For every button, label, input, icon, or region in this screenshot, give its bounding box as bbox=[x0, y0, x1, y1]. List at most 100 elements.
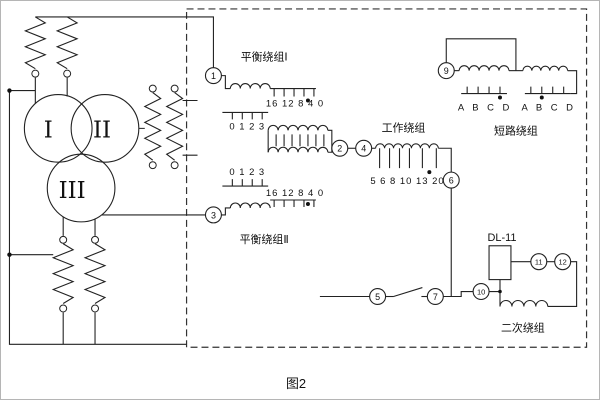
coil-row-upper bbox=[267, 124, 329, 131]
tap-ticks-left bbox=[466, 86, 501, 94]
coil-ticks bbox=[275, 134, 325, 147]
tap-ticks-fine bbox=[231, 112, 263, 120]
tap-ticks-coarse bbox=[273, 200, 315, 207]
winding-terminal bbox=[148, 161, 157, 170]
core-label-i: I bbox=[44, 117, 53, 143]
tap-ticks-fine bbox=[231, 179, 263, 187]
winding-zigzag bbox=[23, 16, 47, 70]
terminal-3: 3 bbox=[204, 206, 222, 224]
ct-windings-bottom bbox=[51, 216, 107, 345]
wire-12-to-coil bbox=[547, 261, 578, 308]
relay-model-label: DL-11 bbox=[487, 232, 516, 244]
winding-terminal bbox=[59, 304, 68, 313]
secondary-winding-label: 二次绕组 bbox=[501, 320, 545, 334]
lead bbox=[221, 207, 231, 216]
junction-dot bbox=[498, 289, 502, 294]
coil-short-right bbox=[522, 65, 569, 71]
tap-select-dot bbox=[305, 98, 310, 103]
switch-blade bbox=[393, 287, 423, 298]
left-bus-wiring bbox=[7, 88, 187, 345]
winding-terminal bbox=[91, 304, 100, 313]
winding-zigzag bbox=[165, 92, 184, 161]
working-winding: 2 4 工作绕组 5 6 8 10 13 20 6 bbox=[331, 120, 460, 189]
winding-terminal bbox=[91, 235, 100, 244]
ct-windings-top bbox=[23, 16, 79, 104]
core-label-ii: II bbox=[93, 117, 111, 143]
tap-numbers-fine: 0 1 2 3 bbox=[229, 167, 265, 178]
tap-ticks-coarse bbox=[273, 88, 315, 97]
wire-from-6 bbox=[443, 188, 452, 298]
contact-switch: 5 7 bbox=[319, 188, 474, 306]
balance-winding-1: 平衡绕组Ⅰ 1 16 12 8 4 0 0 1 2 3 bbox=[204, 50, 324, 132]
coil-right-link bbox=[327, 129, 333, 153]
terminal-12: 12 bbox=[554, 253, 572, 271]
svg-text:3: 3 bbox=[211, 210, 216, 220]
core-circle-iii bbox=[46, 153, 116, 223]
wire-to-10 bbox=[443, 290, 474, 298]
tap-numbers-coarse: 16 12 8 4 0 bbox=[266, 98, 324, 109]
terminal-9: 9 bbox=[437, 62, 455, 80]
winding-zigzag bbox=[83, 243, 107, 304]
svg-text:4: 4 bbox=[361, 144, 366, 154]
relay-element-box bbox=[488, 245, 512, 281]
right-return bbox=[567, 70, 578, 95]
balance-winding-2-label: 平衡绕组Ⅱ bbox=[240, 232, 289, 246]
lead bbox=[221, 75, 231, 90]
svg-text:1: 1 bbox=[211, 71, 216, 81]
svg-text:2: 2 bbox=[337, 144, 342, 154]
terminal-2: 2 bbox=[331, 139, 349, 157]
terminal-5: 5 bbox=[369, 288, 387, 306]
winding-terminal bbox=[59, 235, 68, 244]
junction-dot bbox=[7, 88, 12, 93]
working-winding-label: 工作绕组 bbox=[382, 120, 426, 134]
junction-dot bbox=[7, 252, 12, 257]
terminal-11: 11 bbox=[530, 253, 548, 271]
winding-leads bbox=[138, 99, 198, 156]
winding-zigzag bbox=[143, 92, 162, 161]
tap-letters-right: A B C D bbox=[522, 102, 576, 113]
winding-terminal bbox=[31, 69, 40, 78]
coil-short-left bbox=[458, 65, 510, 71]
terminal-4: 4 bbox=[355, 139, 373, 157]
terminal-6: 6 bbox=[442, 171, 460, 189]
feed-wire-terminal1 bbox=[35, 16, 214, 68]
wire-10-box-coil bbox=[489, 279, 501, 307]
core-circle-i bbox=[23, 93, 93, 163]
ct-windings-right bbox=[138, 84, 198, 170]
coil-working bbox=[375, 143, 439, 149]
tap-select-dot bbox=[539, 95, 544, 100]
tap-numbers-fine: 0 1 2 3 bbox=[229, 121, 265, 132]
svg-text:12: 12 bbox=[559, 258, 567, 267]
coil-row-lower bbox=[267, 146, 329, 153]
tap-numbers: 5 6 8 10 13 20 bbox=[370, 176, 444, 187]
relay-block: DL-11 11 12 10 二次绕组 bbox=[472, 232, 578, 334]
terminal-10: 10 bbox=[472, 283, 490, 301]
winding-zigzag bbox=[51, 243, 75, 304]
tap-ticks bbox=[379, 148, 437, 169]
svg-text:11: 11 bbox=[535, 258, 543, 267]
coil-balance2 bbox=[229, 202, 271, 209]
balance-winding-2: 0 1 2 3 16 12 8 4 0 3 平衡绕组Ⅱ bbox=[204, 167, 324, 246]
winding-terminal bbox=[170, 84, 179, 93]
coil-secondary bbox=[499, 299, 549, 307]
svg-text:10: 10 bbox=[477, 288, 485, 297]
core-label-iii: III bbox=[59, 178, 86, 204]
winding-leads bbox=[62, 216, 96, 345]
relay-enclosure-dashed-border bbox=[185, 8, 588, 348]
tap-select-dot bbox=[427, 170, 432, 175]
figure-caption: 图2 bbox=[286, 376, 306, 391]
transformer: I II III bbox=[7, 16, 214, 345]
terminal-7: 7 bbox=[426, 288, 444, 306]
svg-text:9: 9 bbox=[444, 66, 449, 76]
svg-text:7: 7 bbox=[433, 292, 438, 302]
tap-numbers-coarse: 16 12 8 4 0 bbox=[266, 188, 324, 199]
overhead-wire bbox=[445, 38, 517, 71]
short-circuit-winding: 9 A B C D A B C D 短路绕组 bbox=[437, 38, 578, 137]
tap-ticks-right bbox=[530, 86, 565, 94]
winding-zigzag bbox=[55, 16, 79, 70]
tap-letters-left: A B C D bbox=[458, 102, 512, 113]
short-circuit-winding-label: 短路绕组 bbox=[494, 123, 538, 137]
middle-tapped-coils bbox=[267, 124, 333, 153]
